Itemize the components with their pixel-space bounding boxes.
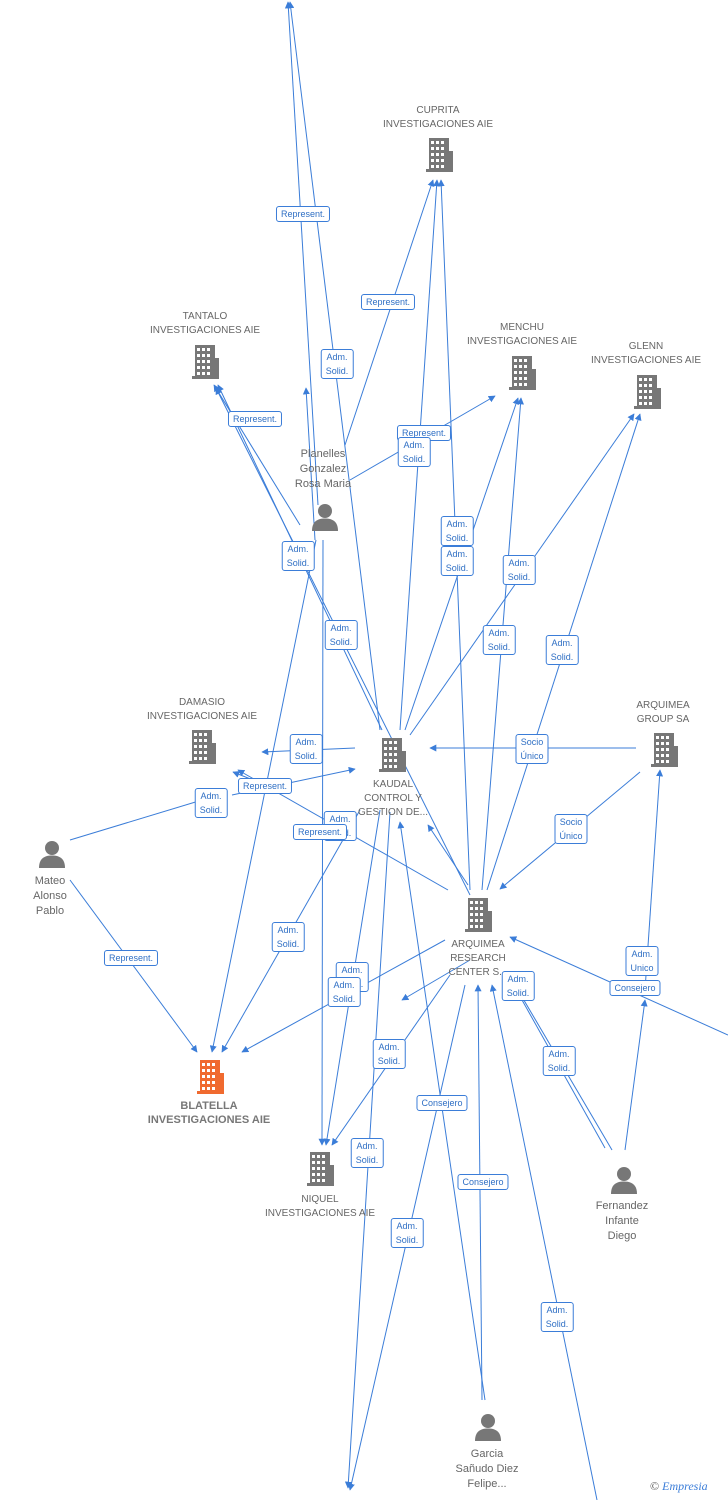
edge-label: Adm.Solid. (545, 635, 579, 665)
building-icon[interactable] (464, 897, 494, 938)
relation-edge (302, 387, 316, 541)
relation-edge (474, 984, 483, 1401)
relation-edge (397, 821, 486, 1401)
building-icon[interactable] (378, 737, 408, 778)
relation-edge (401, 959, 471, 1001)
edge-label: Adm.Solid. (397, 437, 431, 467)
edge-label: Adm.Unico (625, 946, 659, 976)
edge-label: Adm.Solid. (320, 349, 354, 379)
edge-label: Adm.Solid. (440, 546, 474, 576)
edge-label: Adm.Solid. (482, 625, 516, 655)
edge-label: Adm.Solid. (440, 516, 474, 546)
edge-label: Adm.Solid. (372, 1039, 406, 1069)
edge-label: Adm.Solid. (324, 620, 358, 650)
edge-label: Adm.Solid. (327, 977, 361, 1007)
relation-edge (213, 384, 301, 526)
person-icon[interactable] (609, 1165, 639, 1200)
brand-watermark: ©Empresia (650, 1479, 708, 1493)
edge-label: Represent. (103, 950, 159, 966)
edge-label: Represent. (360, 294, 416, 310)
edge-label: Adm.Solid. (281, 541, 315, 571)
edge-label: Represent. (237, 778, 293, 794)
edge-label: Adm.Solid. (194, 788, 228, 818)
relation-edge (318, 539, 326, 1146)
relation-edge (69, 879, 198, 1053)
edge-label: Consejero (457, 1174, 509, 1190)
edge-label: Adm.Solid. (502, 555, 536, 585)
edge-label: Adm.Solid. (271, 922, 305, 952)
person-icon[interactable] (473, 1412, 503, 1447)
edge-label: Adm.Solid. (501, 971, 535, 1001)
building-icon[interactable] (650, 732, 680, 773)
edge-label: Adm.Solid. (350, 1138, 384, 1168)
edge-label: Consejero (609, 980, 661, 996)
person-icon[interactable] (310, 502, 340, 537)
relation-edge (427, 824, 469, 886)
edge-label: Adm.Solid. (289, 734, 323, 764)
building-icon[interactable] (191, 344, 221, 385)
building-icon[interactable] (306, 1151, 336, 1192)
relation-edge (624, 999, 648, 1151)
person-icon[interactable] (37, 839, 67, 874)
edge-label: Represent. (227, 411, 283, 427)
relation-edge (489, 984, 598, 1500)
edge-label: Adm.Solid. (390, 1218, 424, 1248)
building-icon[interactable] (633, 374, 663, 415)
building-icon[interactable] (425, 137, 455, 178)
edge-label: Represent. (275, 206, 331, 222)
relation-edge (209, 539, 317, 1053)
relation-edge (284, 1, 319, 506)
edge-label: Adm.Solid. (542, 1046, 576, 1076)
edge-label: Represent. (292, 824, 348, 840)
building-icon[interactable] (508, 355, 538, 396)
building-icon[interactable] (188, 729, 218, 770)
relation-edge (344, 179, 435, 446)
edge-label: Adm.Solid. (540, 1302, 574, 1332)
edge-label: Consejero (416, 1095, 468, 1111)
relation-edge (69, 795, 213, 841)
building-icon[interactable] (196, 1059, 226, 1100)
